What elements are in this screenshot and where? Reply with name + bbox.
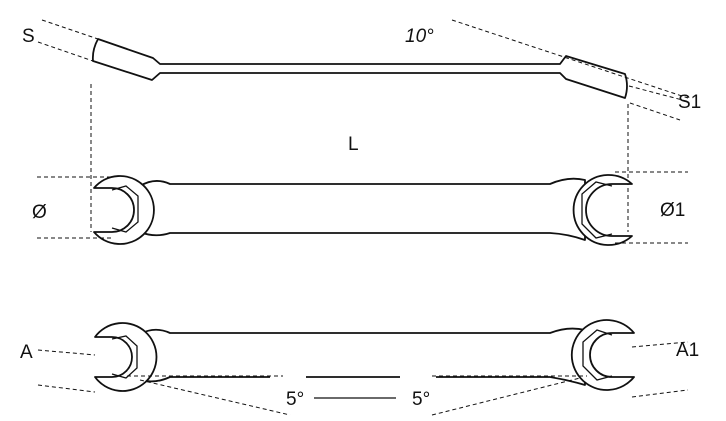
label-5-degrees-right: 5° bbox=[412, 389, 430, 410]
label-a: A bbox=[20, 342, 33, 363]
label-a1: A1 bbox=[676, 340, 699, 361]
side-view-dimension-lines bbox=[37, 19, 691, 232]
label-length: L bbox=[348, 134, 359, 155]
label-diameter: Ø bbox=[32, 202, 47, 223]
label-10-degrees: 10° bbox=[405, 26, 434, 47]
top-view-wrench bbox=[93, 174, 633, 246]
label-s1: S1 bbox=[678, 92, 701, 113]
side-view-wrench bbox=[91, 38, 628, 99]
label-diameter1: Ø1 bbox=[660, 200, 685, 221]
top-view-dimension-lines bbox=[37, 171, 688, 244]
bottom-view-dimension-lines bbox=[37, 341, 689, 416]
label-s: S bbox=[22, 26, 35, 47]
label-5-degrees-left: 5° bbox=[286, 389, 304, 410]
bottom-view-wrench bbox=[94, 319, 635, 392]
